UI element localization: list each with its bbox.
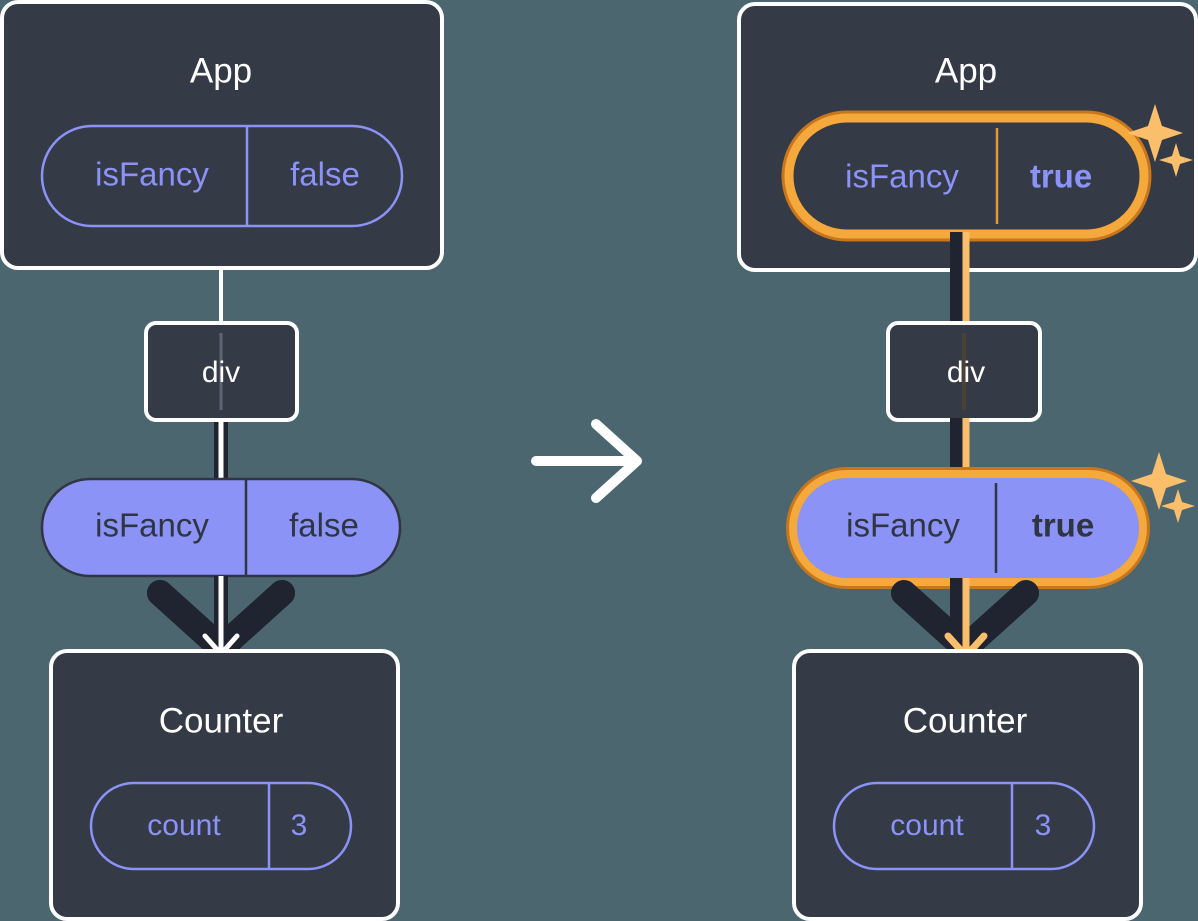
- dom-node-div-before: div: [144, 321, 299, 422]
- app-title-before: App: [190, 51, 252, 90]
- div-label: div: [947, 356, 985, 389]
- app-title-after: App: [935, 51, 997, 90]
- pill-key-label: isFancy: [845, 158, 959, 195]
- counter-title-before: Counter: [159, 701, 284, 740]
- panel-before: App isFancy false div isFancy false: [0, 0, 444, 921]
- sparkle-icon-app: [1127, 104, 1193, 177]
- arrow-right-icon: [531, 419, 642, 503]
- pill-key-label: isFancy: [846, 507, 960, 544]
- pill-outline: [832, 781, 1096, 871]
- prop-pill-after: isFancy true: [786, 467, 1150, 589]
- pill-key-label: count: [890, 809, 964, 842]
- app-state-pill-before: isFancy false: [40, 124, 404, 228]
- pill-outline: [89, 781, 353, 871]
- pill-key-label: isFancy: [95, 507, 209, 544]
- pill-value-label: 3: [291, 809, 308, 842]
- panel-after: App isFancy true div: [737, 2, 1198, 921]
- pill-value-label: false: [290, 156, 360, 193]
- app-state-pill-after: isFancy true: [781, 110, 1152, 242]
- pill-key-label: count: [147, 809, 221, 842]
- counter-title-after: Counter: [903, 701, 1028, 740]
- pill-outline: [40, 124, 404, 228]
- pill-value-label: true: [1032, 507, 1094, 544]
- counter-box-after: [792, 649, 1143, 921]
- pill-value-label: 3: [1035, 809, 1052, 842]
- sparkle-icon-prop: [1131, 452, 1195, 523]
- prop-pill-before: isFancy false: [40, 477, 402, 578]
- div-label: div: [202, 356, 240, 389]
- counter-state-pill-after: count 3: [832, 781, 1096, 871]
- dom-node-div-after: div: [886, 321, 1042, 422]
- pill-value-label: false: [289, 507, 359, 544]
- counter-box-before: [49, 649, 400, 921]
- app-box-before: [0, 0, 444, 270]
- counter-state-pill-before: count 3: [89, 781, 353, 871]
- pill-value-label: true: [1030, 158, 1092, 195]
- pill-key-label: isFancy: [95, 156, 209, 193]
